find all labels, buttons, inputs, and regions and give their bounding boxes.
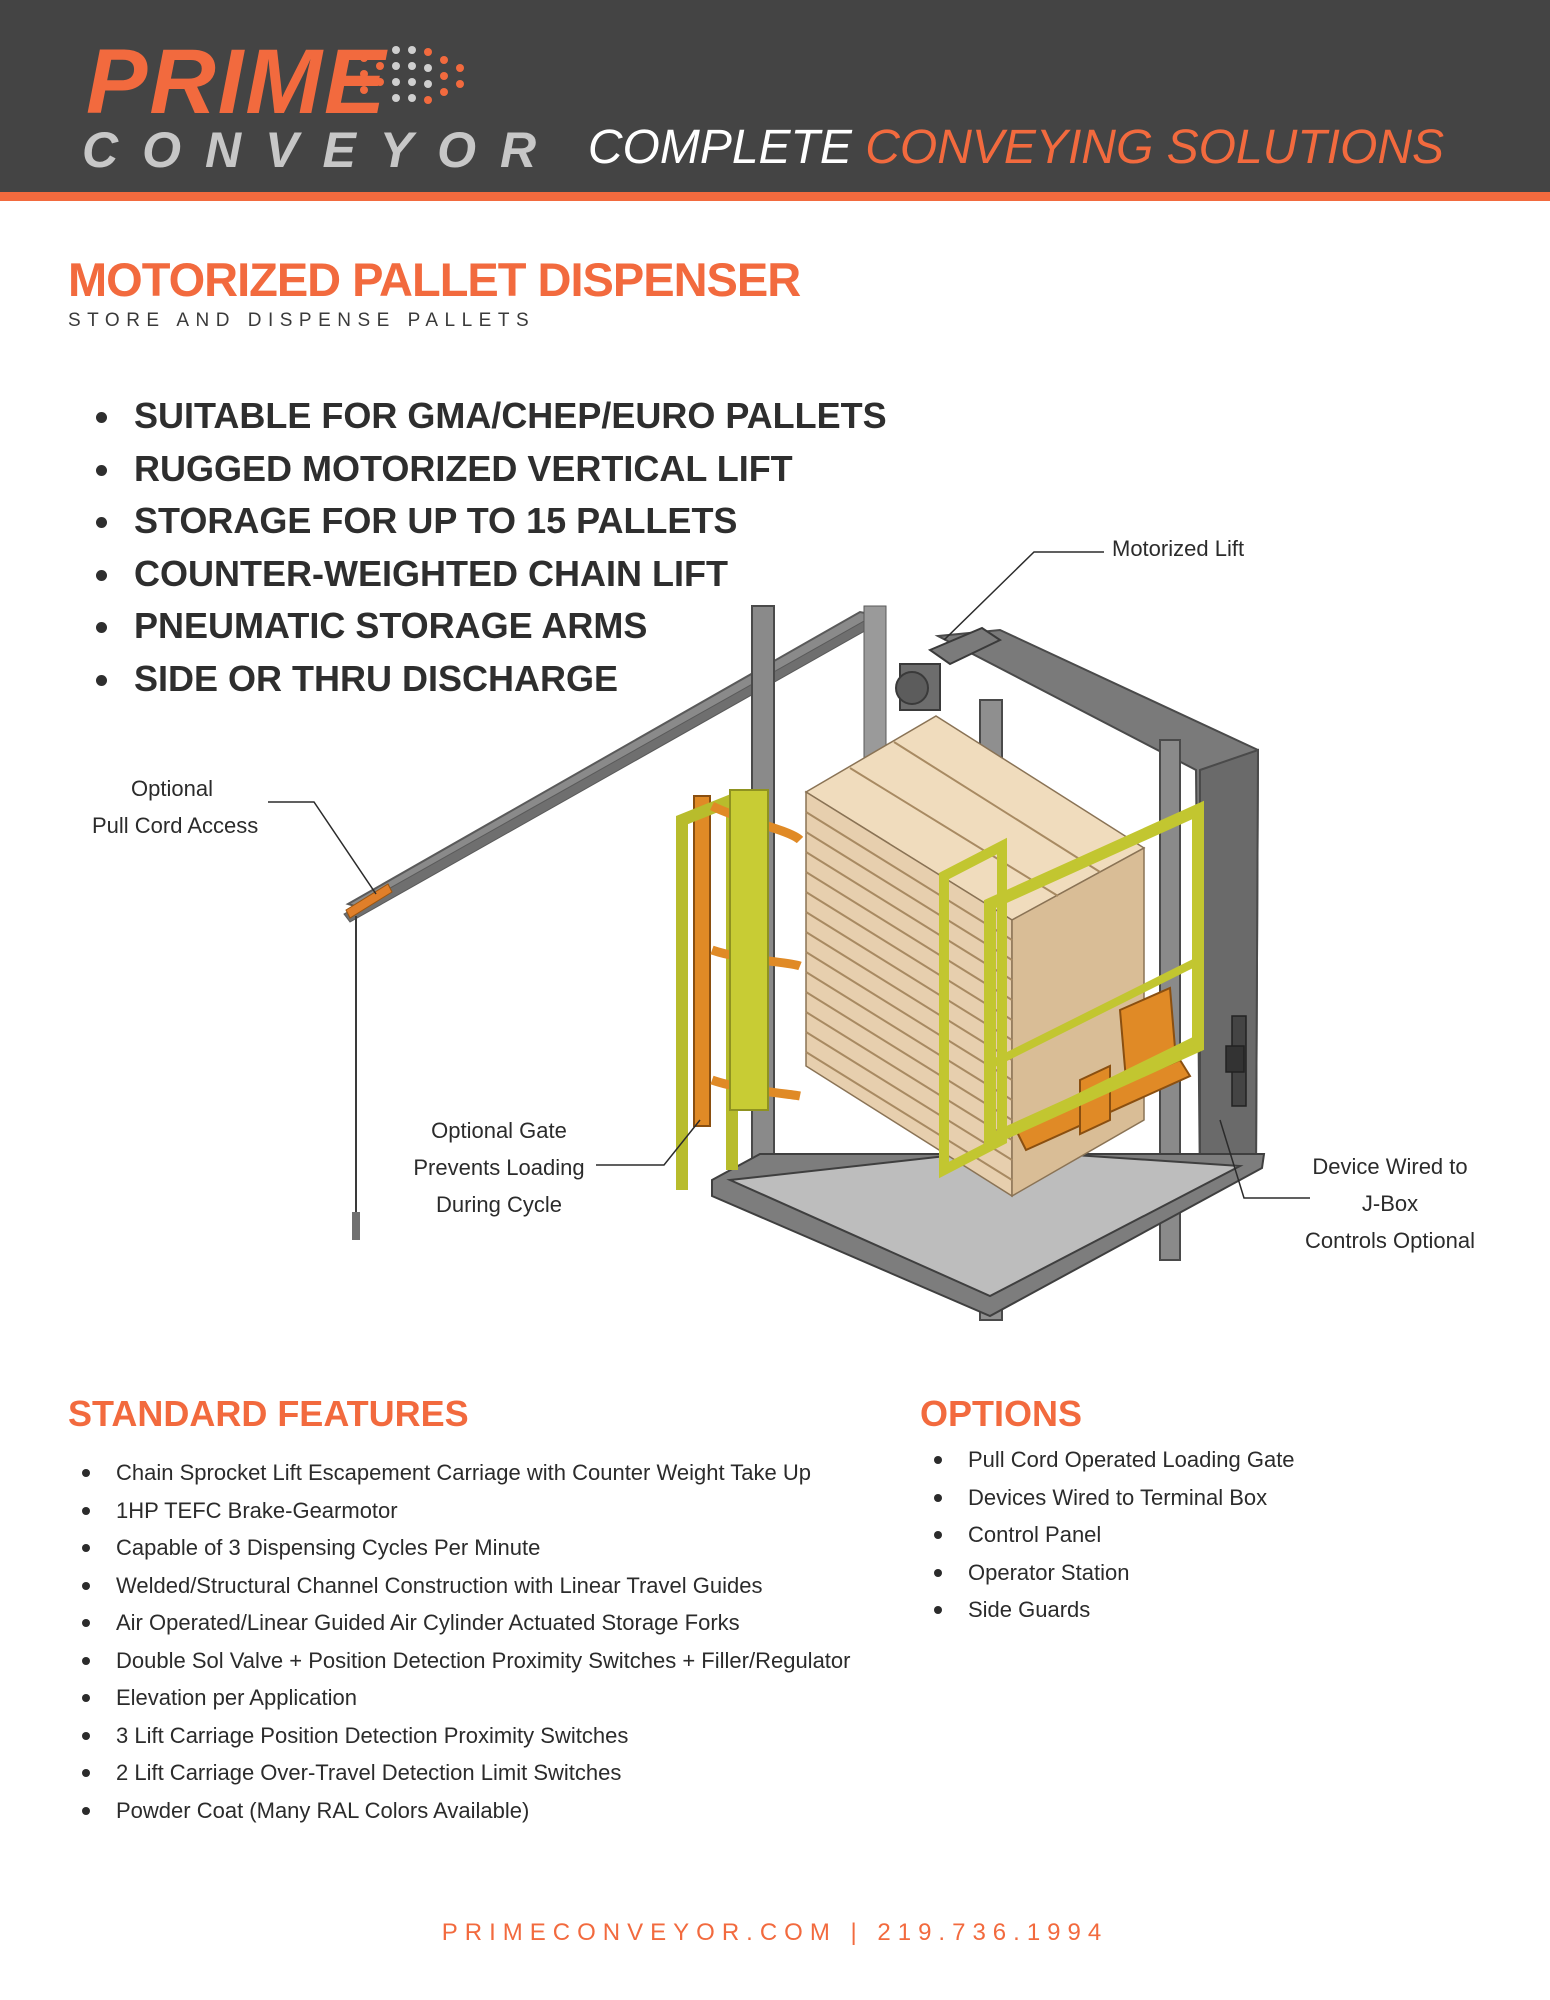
tagline-part-2: CONVEYING SOLUTIONS [865,121,1444,174]
list-item: Chain Sprocket Lift Escapement Carriage … [82,1454,850,1492]
callout-line: During Cycle [436,1192,562,1217]
list-item: Capable of 3 Dispensing Cycles Per Minut… [82,1529,850,1567]
list-item: 2 Lift Carriage Over-Travel Detection Li… [82,1754,850,1792]
highlight-item: SIDE OR THRU DISCHARGE [92,653,887,706]
list-item: Operator Station [934,1554,1295,1592]
junction-box [1225,1015,1247,1107]
callout-line: J-Box [1361,1191,1419,1216]
list-item: Welded/Structural Channel Construction w… [82,1567,850,1605]
lift-carriage [693,795,1192,1152]
list-item: Pull Cord Operated Loading Gate [934,1441,1295,1479]
highlight-item: PNEUMATIC STORAGE ARMS [92,600,887,653]
list-item: Control Panel [934,1516,1295,1554]
page-title: MOTORIZED PALLET DISPENSER [68,253,801,306]
highlight-item: RUGGED MOTORIZED VERTICAL LIFT [92,443,887,496]
list-item: Air Operated/Linear Guided Air Cylinder … [82,1604,850,1642]
tagline-part-1: COMPLETE [587,121,866,174]
header-accent-rule [0,192,1550,201]
leader-device [1219,1119,1310,1199]
leader-motorized-lift [943,551,1104,641]
logo-word-prime: PRIME [86,31,388,133]
list-item: Double Sol Valve + Position Detection Pr… [82,1642,850,1680]
list-item: Side Guards [934,1591,1295,1629]
dispenser-base [711,1148,1266,1318]
header-band [0,0,1550,192]
list-item: 1HP TEFC Brake-Gearmotor [82,1492,850,1530]
callout-line: Motorized Lift [1112,536,1245,561]
standard-features-heading: STANDARD FEATURES [68,1393,469,1434]
leader-pull-cord [268,801,377,895]
callout-line: Optional Gate [431,1118,567,1143]
callout-gate: Optional Gate Prevents Loading During Cy… [404,1112,594,1223]
pallet-stack [804,715,1146,1198]
prime-conveyor-logo: PRIME CONVEYOR [82,31,536,182]
page-subtitle: STORE AND DISPENSE PALLETS [68,310,536,331]
callout-line: Prevents Loading [413,1155,585,1180]
pull-cord-handle [345,883,393,919]
side-guards [939,800,1204,1179]
loading-gate [676,789,804,1190]
options-heading: OPTIONS [920,1393,1083,1434]
pull-cord-weight [352,1212,360,1240]
callout-line: Device Wired to [1312,1154,1468,1179]
highlight-item: COUNTER-WEIGHTED CHAIN LIFT [92,548,887,601]
motorized-lift-unit [895,626,1003,711]
list-item: Elevation per Application [82,1679,850,1717]
callout-pull-cord: Optional Pull Cord Access [92,770,259,844]
footer-contact: PRIMECONVEYOR.COM | 219.736.1994 [441,1919,1109,1946]
callout-line: Pull Cord Access [92,813,259,838]
tagline: COMPLETE CONVEYING SOLUTIONS [588,118,1444,178]
leader-gate [596,1119,701,1166]
list-item: Powder Coat (Many RAL Colors Available) [82,1792,850,1830]
standard-features-list: Chain Sprocket Lift Escapement Carriage … [82,1454,850,1829]
highlight-item: SUITABLE FOR GMA/CHEP/EURO PALLETS [92,390,887,443]
highlight-list: SUITABLE FOR GMA/CHEP/EURO PALLETS RUGGE… [92,390,887,705]
callout-line: Controls Optional [1305,1228,1475,1253]
logo-word-conveyor: CONVEYOR [82,122,561,178]
callout-device: Device Wired to J-Box Controls Optional [1300,1148,1480,1259]
list-item: Devices Wired to Terminal Box [934,1479,1295,1517]
callout-motorized-lift: Motorized Lift [1112,530,1244,567]
options-list: Pull Cord Operated Loading Gate Devices … [934,1441,1295,1629]
dispenser-frame [751,605,1260,1321]
logo-dots-icon [360,46,464,104]
list-item: 3 Lift Carriage Position Detection Proxi… [82,1717,850,1755]
highlight-item: STORAGE FOR UP TO 15 PALLETS [92,495,887,548]
callout-line: Optional [131,776,213,801]
